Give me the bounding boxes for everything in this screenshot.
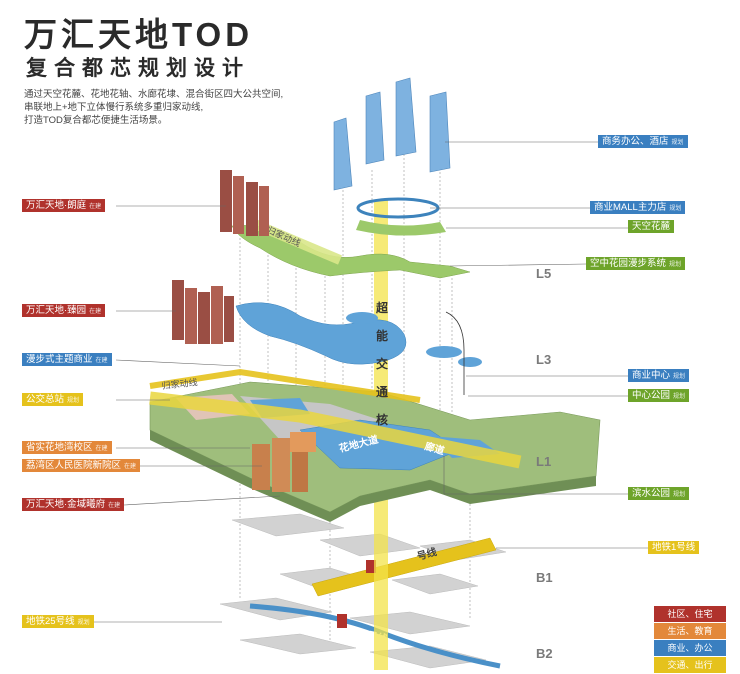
metro-25-marker	[337, 614, 347, 628]
description-line: 打造TOD复合都芯便捷生活场景。	[24, 115, 168, 126]
label-zhenyuan: 万汇天地·臻园在建	[22, 304, 106, 317]
level-l5: L5	[536, 266, 552, 281]
b2-level: 25号线	[219, 597, 501, 669]
label-central-park: 中心公园规划	[628, 389, 690, 402]
label-langting: 万汇天地·朗庭在建	[22, 199, 106, 212]
page-subtitle: 复合都芯规划设计	[26, 57, 250, 80]
level-b2: B2	[536, 646, 553, 661]
metro-1-track	[311, 537, 497, 597]
level-l3: L3	[536, 352, 552, 367]
label-bus-terminal: 公交总站规划	[22, 393, 84, 406]
core-char: 通	[375, 385, 388, 399]
label-office-hotel: 商务办公、酒店规划	[598, 135, 688, 148]
l3-pod	[346, 312, 378, 324]
leader-lines	[94, 141, 648, 623]
l3-mall-floor	[235, 302, 407, 365]
label-mall-anchor: 商业MALL主力店规划	[590, 201, 686, 214]
description-line: 串联地上+地下立体慢行系统多重归家动线,	[24, 102, 204, 113]
b2-platform	[369, 645, 487, 669]
label-school: 省实花地湾校区在建	[22, 441, 112, 454]
level-l1: L1	[536, 454, 552, 469]
ground-axis-text: 归家动线	[161, 376, 198, 391]
hospital-tower	[252, 444, 270, 490]
label-sky-garden: 天空花麓	[628, 220, 675, 233]
metro-1-marker	[366, 560, 376, 573]
label-jinyu: 万汇天地·金域曦府在建	[22, 498, 125, 511]
legend-item-transport: 交通、出行	[654, 657, 726, 673]
mall-anchor-ring	[356, 197, 440, 219]
legend-item-commerce: 商业、办公	[654, 640, 726, 656]
l3-level	[235, 302, 482, 395]
label-metro-25: 地铁25号线规划	[22, 615, 94, 628]
b1-platform	[231, 513, 345, 537]
b1-platform	[391, 573, 479, 595]
l3-bracket	[445, 311, 465, 395]
level-b1: B1	[536, 570, 553, 585]
hospital-tower	[272, 438, 290, 492]
b1-platform	[319, 533, 421, 557]
flower-axis	[149, 391, 522, 469]
description: 通过天空花麓、花地花轴、水廊花埭、混合街区四大公共空间, 串联地上+地下立体慢行…	[24, 88, 344, 127]
label-commercial-center: 商业中心规划	[628, 369, 690, 382]
core-char: 超	[375, 301, 388, 315]
l3-pod	[426, 346, 462, 358]
core-char: 交	[375, 357, 388, 371]
label-metro-1: 地铁1号线	[648, 541, 700, 554]
residential-towers-zhenyuan	[172, 280, 234, 344]
office-towers	[333, 77, 451, 191]
b2-platform	[239, 633, 357, 655]
description-line: 通过天空花麓、花地花轴、水廊花埭、混合街区四大公共空间,	[24, 89, 284, 100]
ground-homecoming-axis	[149, 368, 421, 403]
legend-item-residential: 社区、住宅	[654, 606, 726, 622]
legend-item-education: 生活、教育	[654, 623, 726, 639]
school-tower	[290, 432, 316, 452]
b1-level: 号线	[231, 513, 507, 597]
l3-pod	[458, 357, 482, 367]
transit-core-label: 超 能 交 通 核	[373, 294, 391, 434]
l1-ground-edge	[150, 430, 596, 522]
page-title: 万汇天地TOD	[24, 16, 254, 53]
residential-towers-langting	[220, 170, 269, 236]
hospital-tower	[292, 446, 308, 492]
label-sky-walk: 空中花园漫步系统规划	[586, 257, 686, 270]
label-themed-commerce: 漫步式主题商业在建	[22, 353, 112, 366]
core-char: 核	[375, 413, 388, 427]
label-hospital: 荔湾区人民医院新院区在建	[22, 459, 141, 472]
sky-garden-roof	[356, 220, 446, 236]
l1-level: 花地大道 廊道 归家动线	[149, 368, 601, 522]
core-char: 能	[375, 329, 388, 343]
label-waterfront-park: 滨水公园规划	[628, 487, 690, 500]
